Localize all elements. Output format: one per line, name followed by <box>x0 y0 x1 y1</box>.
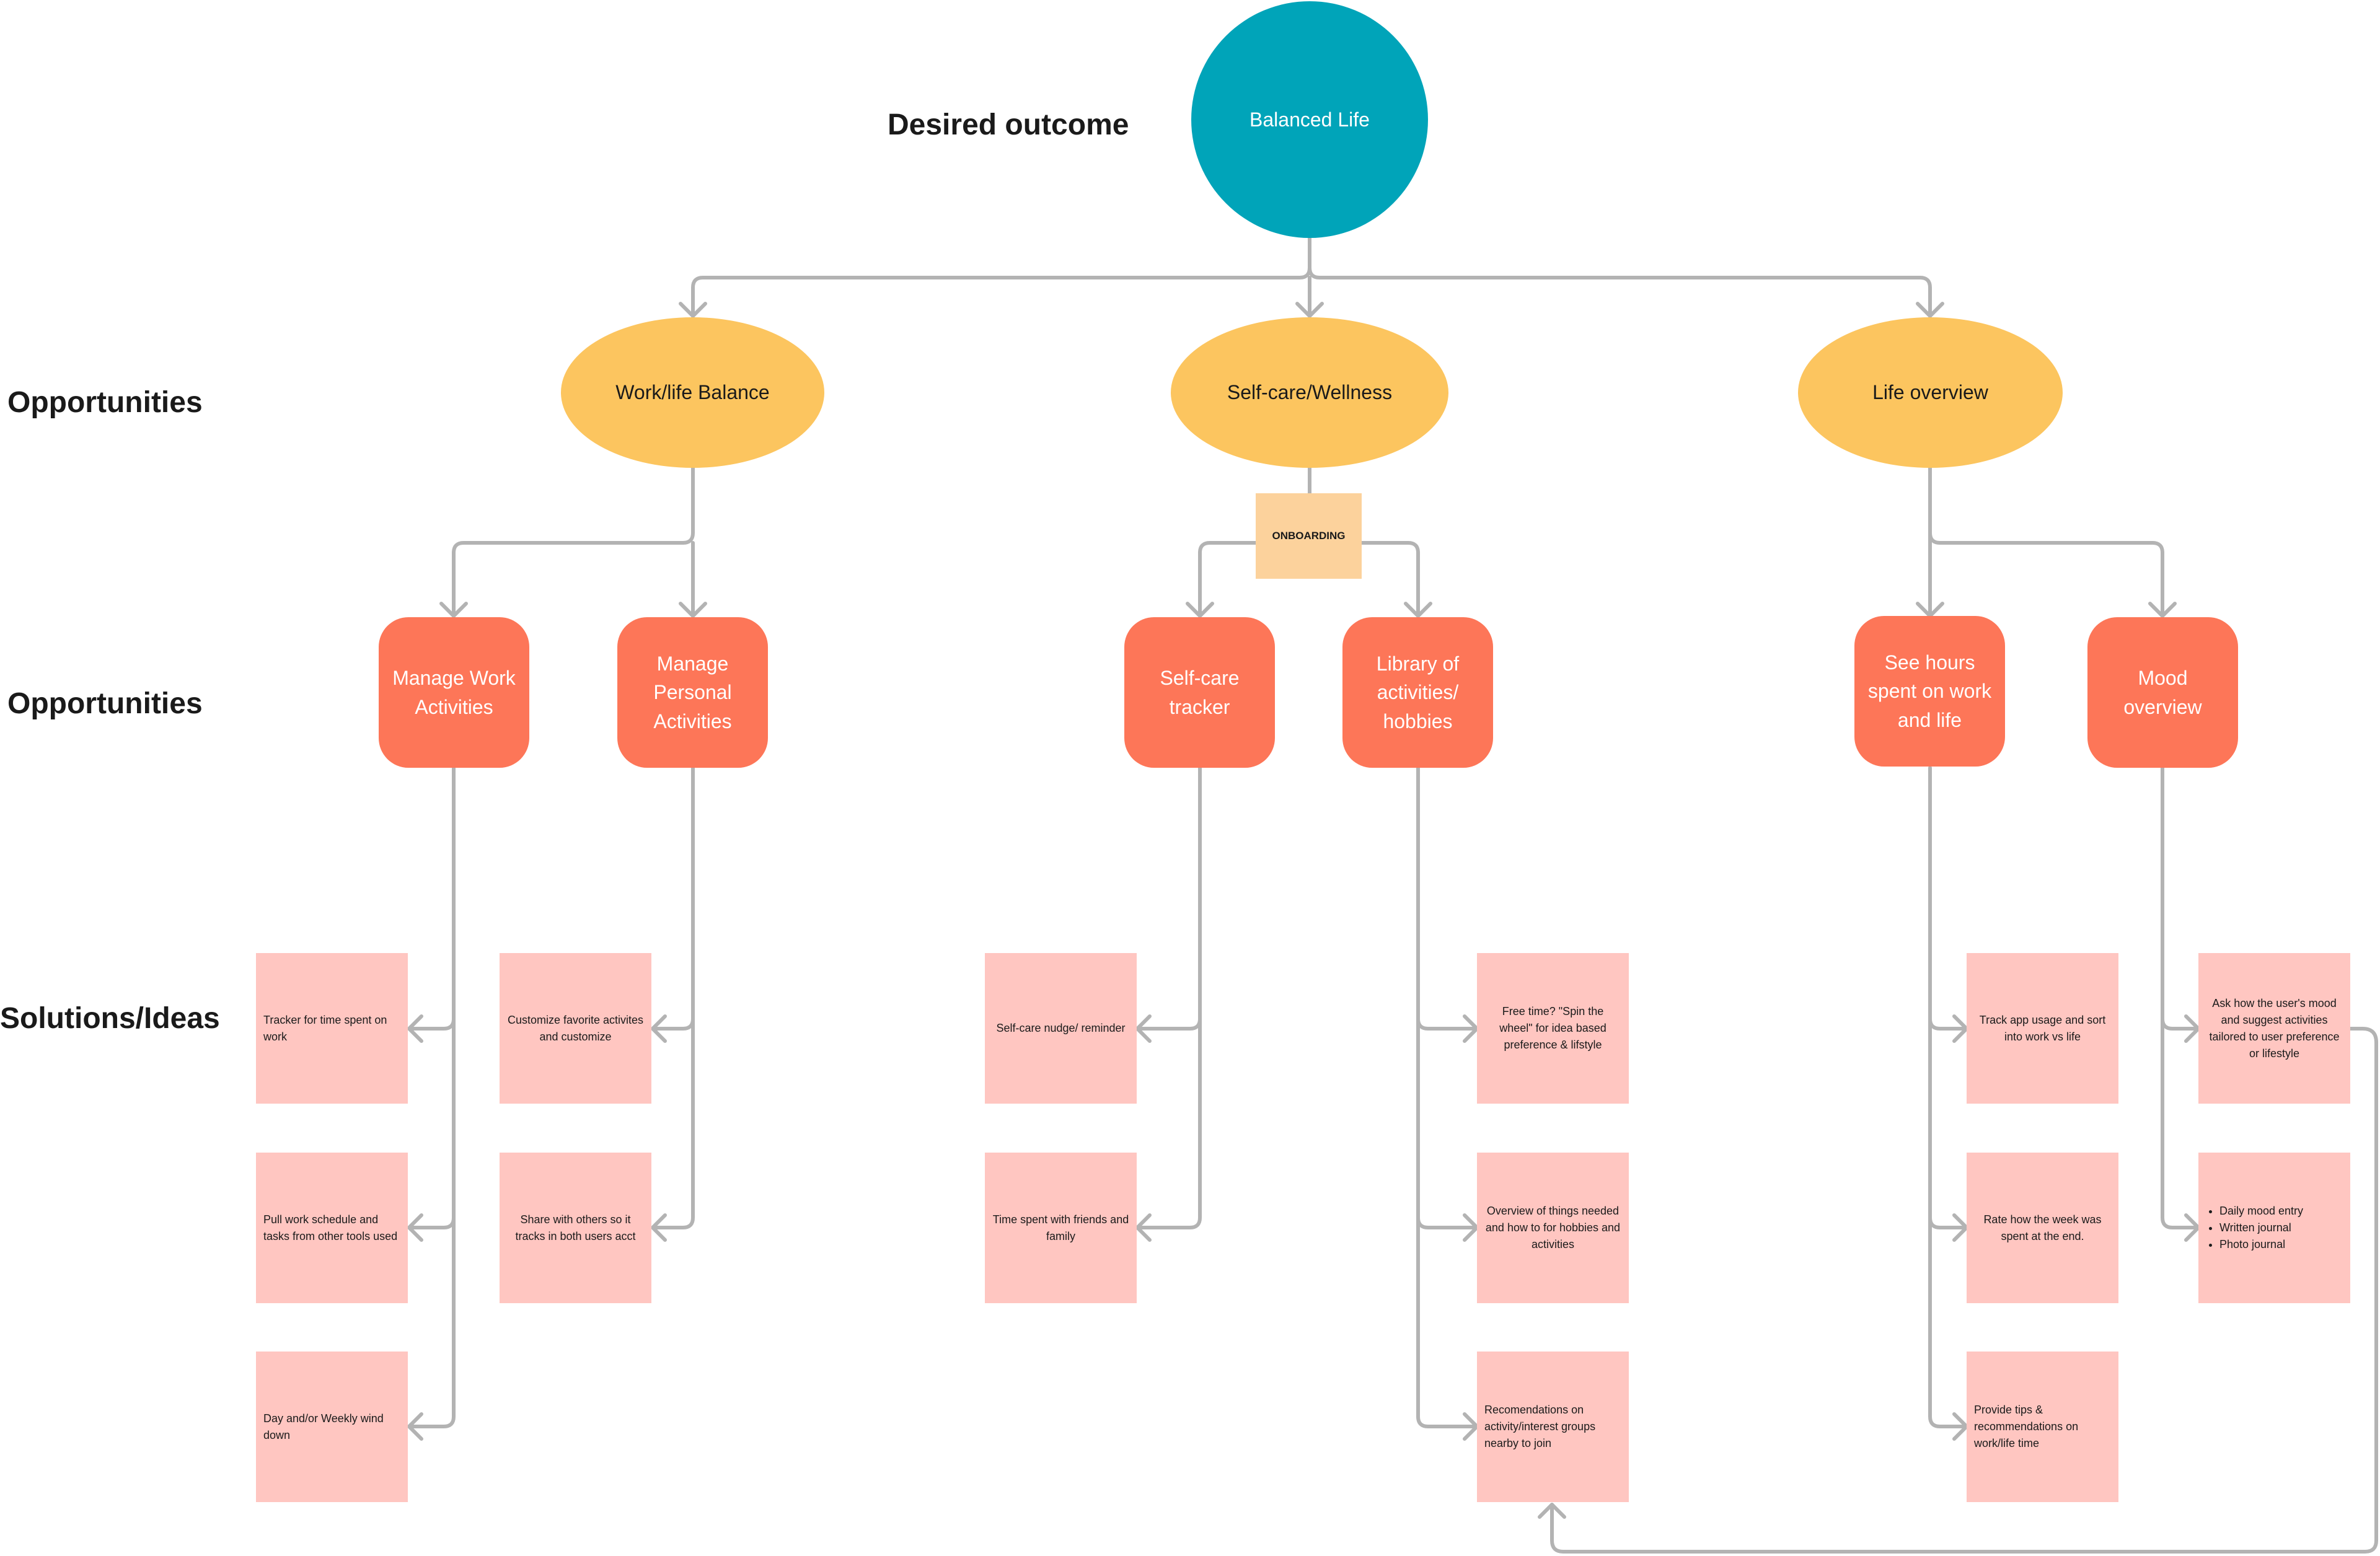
arrowhead <box>1135 1014 1152 1242</box>
solution-text: Free time? "Spin the wheel" for idea bas… <box>1499 1005 1606 1051</box>
onboarding-node: ONBOARDING <box>1256 493 1362 579</box>
branch-label: Life overview <box>1872 381 1988 403</box>
solution-text: Track app usage and sort into work vs li… <box>1979 1013 2106 1043</box>
opportunity-node: Library of activities/ hobbies <box>1342 617 1493 768</box>
solution-text: Rate how the week was spent at the end. <box>1983 1213 2102 1242</box>
solution-note: Recomendations on activity/interest grou… <box>1477 1352 1629 1502</box>
arrowhead <box>1916 602 2177 618</box>
opportunity-node: Self-care tracker <box>1124 617 1275 768</box>
opportunity-label: Manage Personal Activities <box>653 652 732 732</box>
opportunity-node: See hours spent on work and life <box>1854 616 2005 767</box>
arrowhead <box>1186 602 1432 618</box>
opportunity-label: See hours spent on work and life <box>1867 651 1992 731</box>
row-label-desired-outcome: Desired outcome <box>888 108 1129 141</box>
connector-branch3 <box>1928 466 2164 618</box>
solution-note: Customize favorite activites and customi… <box>500 953 651 1104</box>
solution-text: Pull work schedule and tasks from other … <box>263 1213 398 1242</box>
connector-manage-work <box>407 766 456 1428</box>
arrowhead <box>407 1014 423 1441</box>
arrowhead <box>679 302 1944 318</box>
solution-note: Provide tips & recommendations on work/l… <box>1967 1352 2118 1502</box>
solution-note: Ask how the user's mood and suggest acti… <box>2198 953 2350 1104</box>
branch-node: Self-care/Wellness <box>1171 317 1448 468</box>
solution-note: Day and/or Weekly wind down <box>256 1352 408 1502</box>
connector-branch2 <box>1198 466 1420 618</box>
branch-label: Self-care/Wellness <box>1227 381 1393 403</box>
solution-note: Overview of things needed and how to for… <box>1477 1153 1629 1303</box>
solution-note: Track app usage and sort into work vs li… <box>1967 953 2118 1104</box>
opportunity-node: Manage Work Activities <box>379 617 529 768</box>
solution-text: Self-care nudge/ reminder <box>996 1022 1126 1034</box>
solution-note: Time spent with friends and family <box>985 1153 1137 1303</box>
branch-node: Life overview <box>1798 317 2063 468</box>
connector-mood <box>2161 766 2200 1229</box>
journal-list-item: Photo journal <box>2219 1236 2303 1253</box>
opportunity-node: Mood overview <box>2087 617 2238 768</box>
solution-note-journal: Daily mood entry Written journal Photo j… <box>2198 1153 2350 1303</box>
solution-text: Overview of things needed and how to for… <box>1485 1205 1621 1251</box>
journal-list: Daily mood entry Written journal Photo j… <box>2206 1203 2303 1253</box>
solution-note: Self-care nudge/ reminder <box>985 953 1137 1104</box>
opportunity-label: Self-care tracker <box>1160 667 1240 718</box>
arrowhead <box>651 1014 667 1242</box>
solution-text: Share with others so it tracks in both u… <box>515 1213 636 1242</box>
solution-note: Pull work schedule and tasks from other … <box>256 1153 408 1303</box>
goal-label: Balanced Life <box>1250 108 1370 131</box>
solution-text: Provide tips & recommendations on work/l… <box>1974 1404 2079 1449</box>
connector-selfcare <box>1135 766 1202 1229</box>
connector-goal-to-branches <box>691 236 1932 318</box>
solution-text: Day and/or Weekly wind down <box>263 1412 384 1441</box>
onboarding-label: ONBOARDING <box>1272 530 1346 542</box>
arrowhead <box>439 602 707 618</box>
row-label-solutions: Solutions/Ideas <box>0 1002 220 1035</box>
opportunity-node: Manage Personal Activities <box>617 617 768 768</box>
row-label-opportunities: Opportunities <box>7 687 203 720</box>
solution-note: Free time? "Spin the wheel" for idea bas… <box>1477 953 1629 1104</box>
connector-manage-personal <box>651 766 695 1229</box>
opportunity-label: Manage Work Activities <box>392 667 516 718</box>
connector-loop <box>1550 1027 2378 1554</box>
solution-text: Recomendations on activity/interest grou… <box>1484 1404 1596 1449</box>
connector-branch1 <box>452 466 695 618</box>
solution-text: Time spent with friends and family <box>992 1213 1129 1242</box>
solution-text: Customize favorite activites and customi… <box>507 1013 644 1043</box>
connector-library <box>1416 766 1479 1428</box>
arrowhead <box>1538 1503 1566 1519</box>
connector-see-hours <box>1928 766 1968 1428</box>
branch-node: Work/life Balance <box>561 317 824 468</box>
journal-list-item: Written journal <box>2219 1220 2303 1236</box>
solution-note: Tracker for time spent on work <box>256 953 408 1104</box>
goal-node: Balanced Life <box>1191 1 1428 238</box>
row-label-opportunities: Opportunities <box>7 386 203 419</box>
arrowhead <box>2184 1014 2200 1242</box>
journal-list-item: Daily mood entry <box>2219 1203 2303 1220</box>
solution-note: Rate how the week was spent at the end. <box>1967 1153 2118 1303</box>
opportunity-label: Library of activities/ hobbies <box>1376 652 1460 732</box>
solution-text: Ask how the user's mood and suggest acti… <box>2209 996 2340 1060</box>
branch-label: Work/life Balance <box>615 381 770 403</box>
opportunity-label: Mood overview <box>2123 667 2202 718</box>
solution-note: Share with others so it tracks in both u… <box>500 1153 651 1303</box>
solution-text: Tracker for time spent on work <box>263 1013 387 1043</box>
